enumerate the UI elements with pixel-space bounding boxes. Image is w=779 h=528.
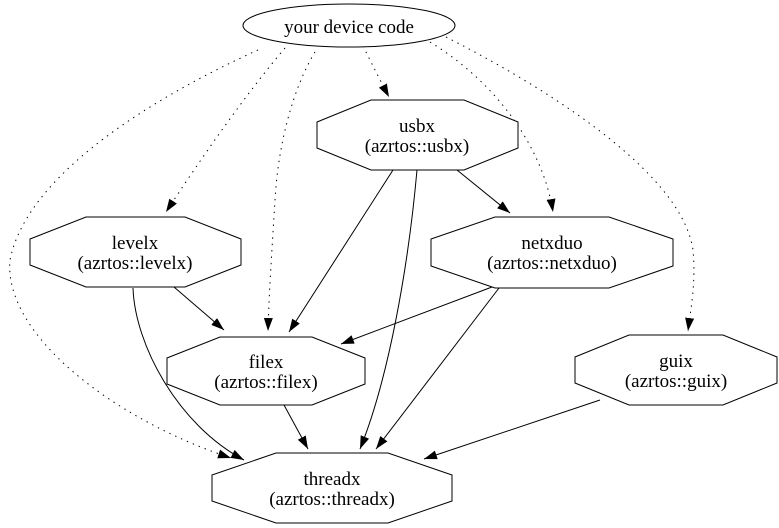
filex-label: filex [249, 352, 284, 373]
node-netxduo: netxduo (azrtos::netxduo) [430, 216, 674, 289]
filex-octagon-shape [166, 336, 366, 406]
edge-usbx-filex [288, 169, 394, 333]
levelx-octagon-shape [29, 216, 242, 288]
node-guix: guix (azrtos::guix) [574, 334, 778, 406]
filex-sublabel: (azrtos::filex) [214, 372, 317, 393]
netxduo-octagon-shape [430, 216, 674, 289]
guix-octagon-shape [574, 334, 778, 406]
usbx-sublabel: (azrtos::usbx) [365, 136, 469, 157]
usbx-octagon-shape [316, 99, 519, 171]
node-filex: filex (azrtos::filex) [166, 336, 366, 406]
node-device: your device code [242, 3, 456, 48]
threadx-sublabel: (azrtos::threadx) [269, 489, 395, 510]
edge-levelx-threadx [132, 287, 245, 461]
threadx-label: threadx [304, 469, 361, 490]
edge-device-levelx [165, 47, 286, 213]
node-usbx: usbx (azrtos::usbx) [316, 99, 519, 171]
edge-usbx-threadx [359, 169, 418, 450]
netxduo-sublabel: (azrtos::netxduo) [487, 253, 617, 274]
netxduo-label: netxduo [521, 233, 582, 254]
edge-levelx-filex [173, 286, 225, 331]
edge-device-guix [445, 36, 695, 332]
edge-device-filex [263, 51, 316, 332]
node-levelx: levelx (azrtos::levelx) [29, 216, 242, 288]
edge-filex-threadx [283, 404, 309, 450]
edge-device-usbx [362, 45, 390, 98]
levelx-sublabel: (azrtos::levelx) [77, 253, 192, 274]
guix-label: guix [659, 351, 693, 372]
guix-sublabel: (azrtos::guix) [625, 371, 727, 392]
levelx-label: levelx [112, 233, 159, 254]
device-label: your device code [284, 17, 414, 38]
edge-device-netxduo [429, 41, 556, 213]
edge-usbx-netxduo [456, 169, 511, 214]
edge-guix-threadx [423, 399, 601, 460]
usbx-label: usbx [399, 116, 435, 137]
edge-netxduo-threadx [375, 287, 500, 450]
threadx-octagon-shape [211, 452, 453, 524]
edge-netxduo-filex [340, 286, 493, 345]
node-threadx: threadx (azrtos::threadx) [211, 452, 453, 524]
device-ellipse-shape [242, 3, 456, 48]
